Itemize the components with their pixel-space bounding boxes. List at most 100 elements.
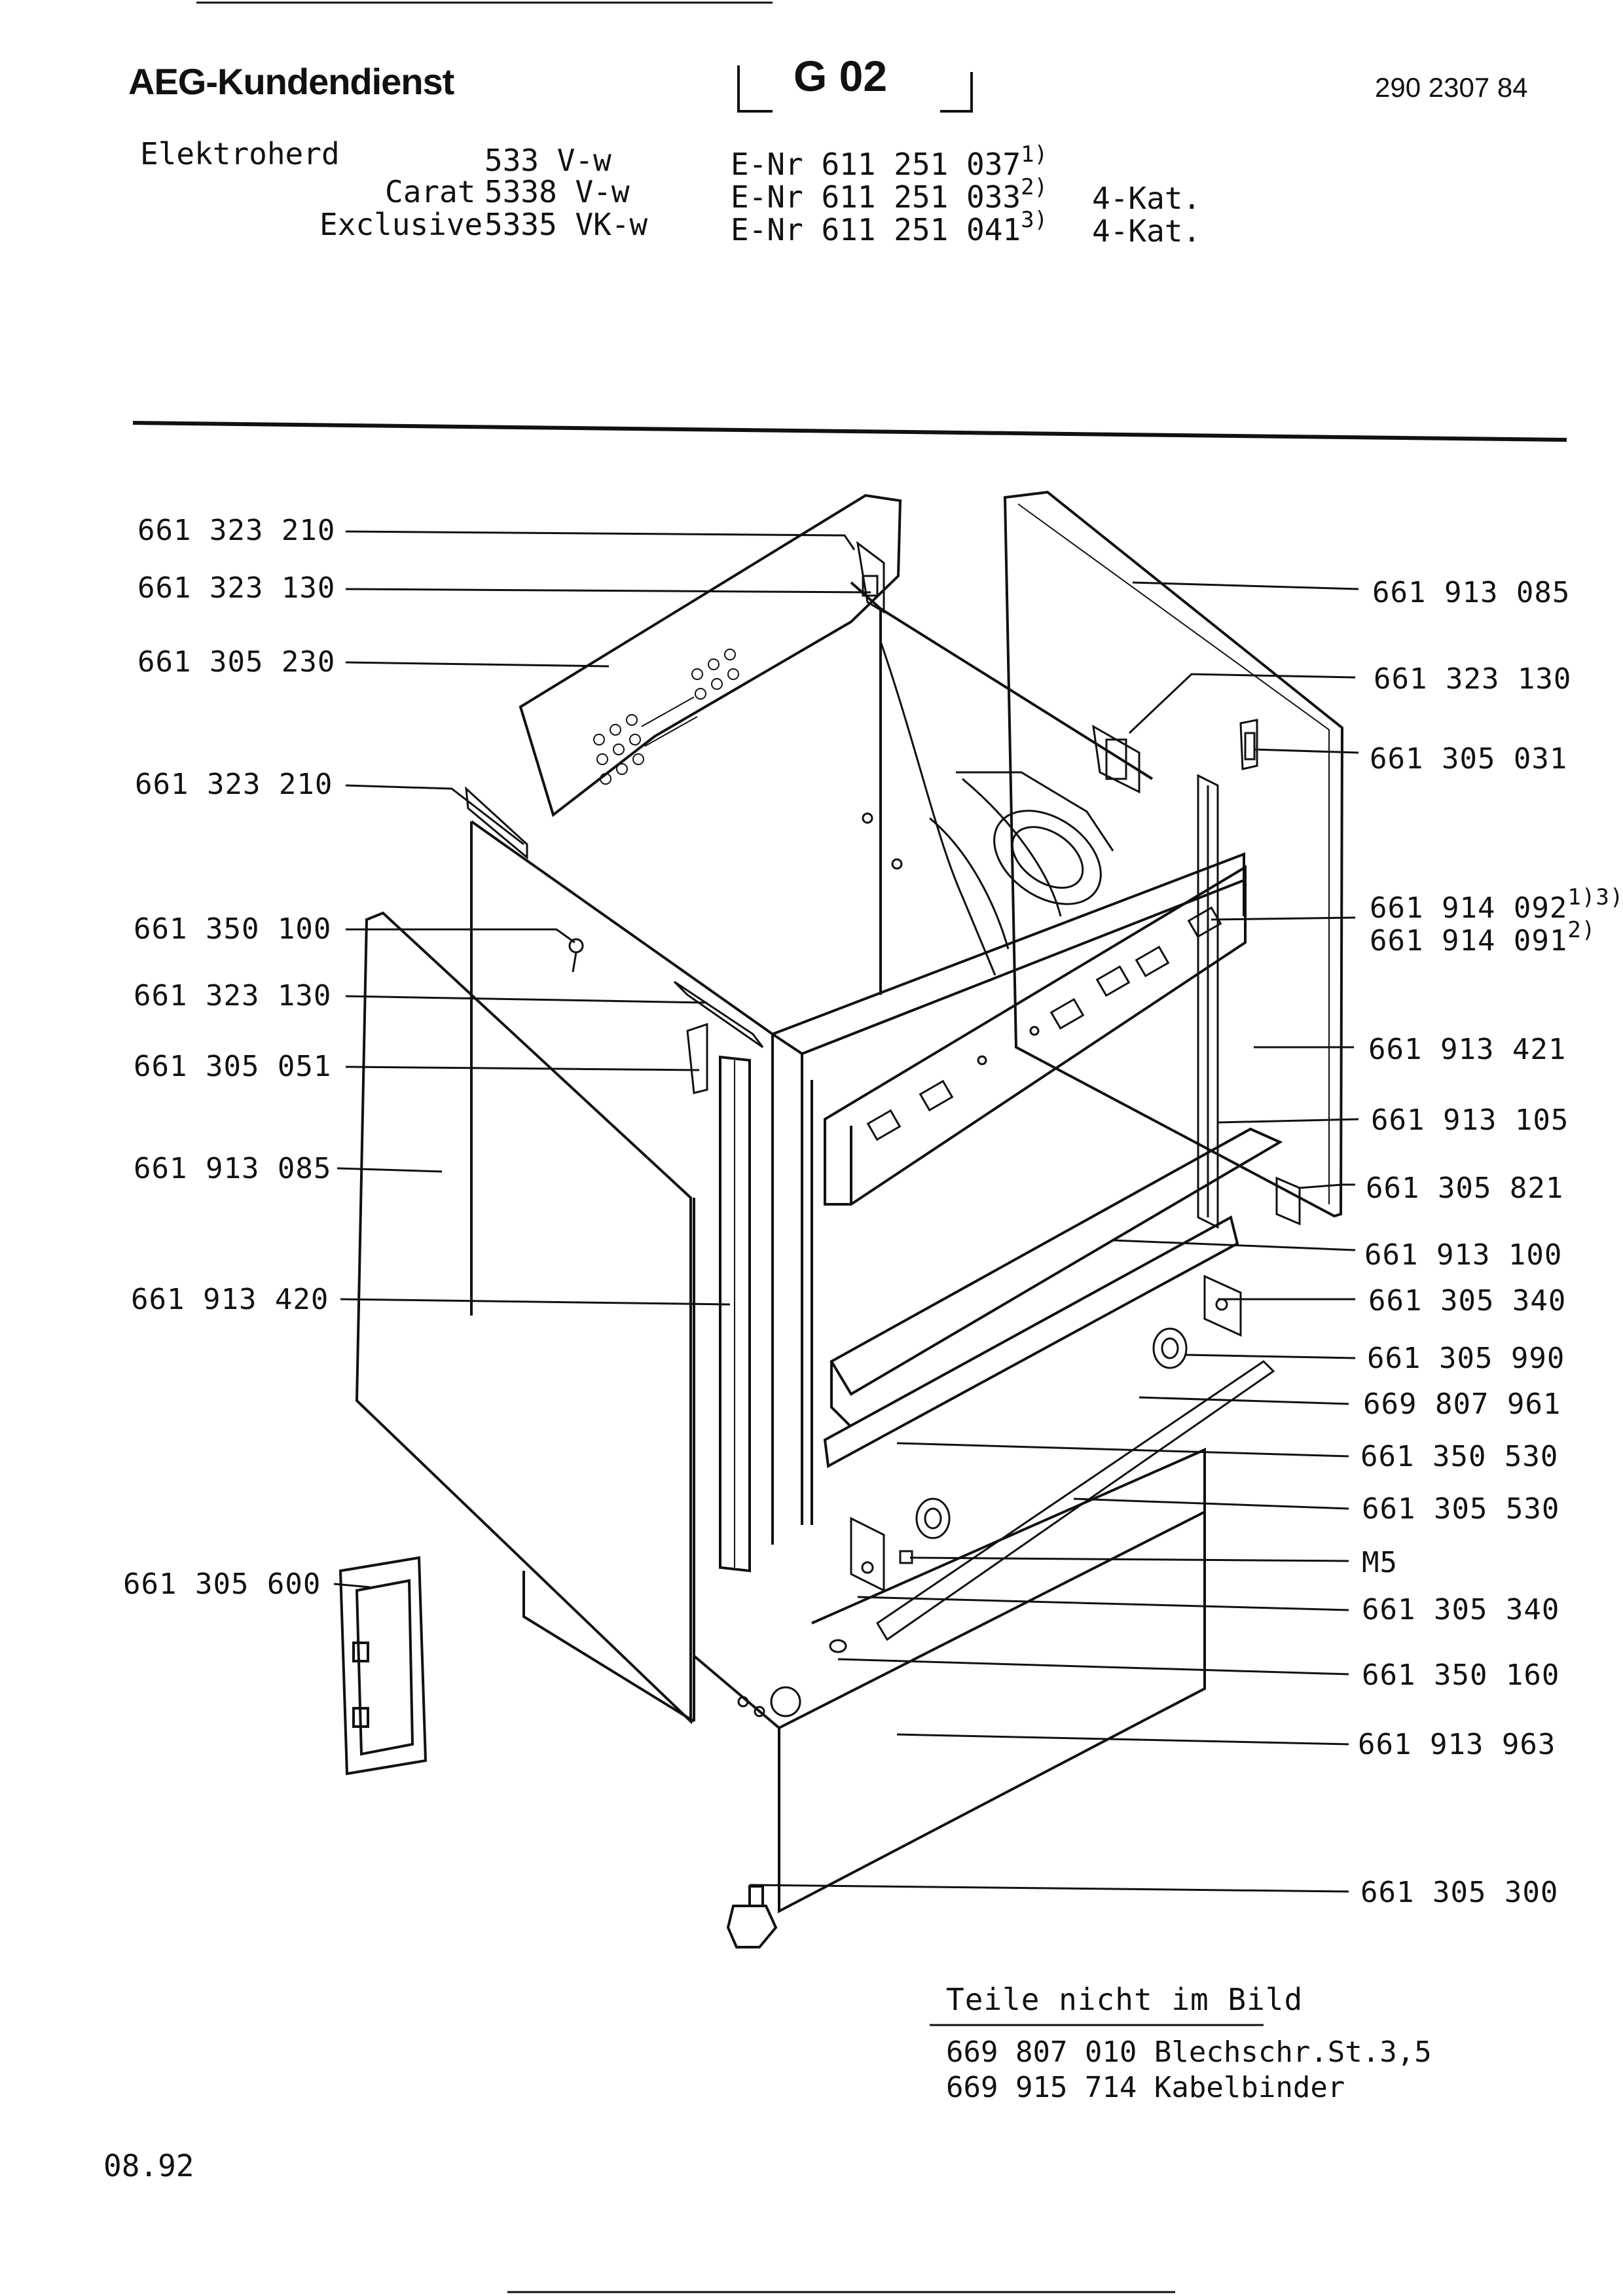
right-side-strut (1197, 774, 1219, 1229)
label-right-3-part: 661 305 031 (1370, 742, 1568, 776)
label-right-13-part: 661 350 530 (1360, 1440, 1559, 1473)
label-right-12: 669 807 961 (1363, 1388, 1561, 1421)
category-3: 4-Kat. (1092, 213, 1201, 249)
document-number: 290 2307 84 (1375, 72, 1528, 103)
label-right-4: 661 914 0921)3) (1370, 884, 1623, 925)
hinge-front-mid (673, 980, 764, 1049)
front-vertical-rail (693, 1055, 751, 1702)
label-right-1-part: 661 913 085 (1372, 576, 1571, 609)
enr-row-3: E-Nr 611 251 0413) (731, 207, 1048, 247)
label-left-4: 661 323 210 (135, 768, 333, 801)
carcass-frame (470, 581, 1245, 1545)
left-side-panel (355, 911, 692, 1725)
section-bracket-left (737, 65, 773, 113)
label-right-19-part: 661 305 300 (1360, 1876, 1559, 1909)
label-right-17: 661 350 160 (1362, 1659, 1559, 1692)
label-right-10-part: 661 305 340 (1368, 1284, 1567, 1318)
label-right-16-part: 661 305 340 (1362, 1593, 1560, 1626)
enr-1: E-Nr 611 251 037 (731, 147, 1021, 182)
parts-not-shown-item-2-part: 669 915 714 (946, 2071, 1137, 2104)
label-right-11-part: 661 305 990 (1367, 1342, 1565, 1375)
label-right-5-note: 2) (1567, 917, 1596, 943)
leader-lines-left (333, 530, 871, 1588)
bracket-661-305-340-upper (1203, 1274, 1242, 1337)
label-right-1: 661 913 085 (1372, 576, 1570, 609)
model-number-2: 5338 V-w (484, 174, 630, 209)
leader-lines-right (749, 581, 1359, 1893)
label-right-14: 661 305 530 (1362, 1492, 1559, 1526)
label-right-11: 661 305 990 (1367, 1342, 1565, 1375)
enr-3: E-Nr 611 251 041 (731, 212, 1021, 247)
label-right-13: 661 350 530 (1360, 1440, 1558, 1473)
adjustable-foot (726, 1885, 778, 1948)
model-number-1: 533 V-w (484, 143, 611, 178)
label-right-5-part: 661 914 091 (1370, 924, 1568, 958)
brand-title: AEG-Kundendienst (128, 61, 454, 102)
enr-note-1: 1) (1021, 141, 1048, 168)
pin-661-350-100 (568, 938, 584, 973)
bracket-661-305-340-lower (850, 1516, 885, 1592)
parts-not-shown-item-1-part: 669 807 010 (946, 2036, 1137, 2069)
parts-not-shown-item-2: 669 915 714 Kabelbinder (946, 2071, 1345, 2104)
label-right-9-part: 661 913 100 (1364, 1238, 1563, 1272)
lamp-661-350-530 (915, 1498, 951, 1539)
left-top-panel (519, 493, 902, 817)
label-left-10: 661 305 600 (123, 1568, 321, 1601)
label-right-6-part: 661 913 421 (1368, 1033, 1567, 1066)
label-left-9: 661 913 420 (131, 1283, 329, 1316)
label-right-4-part: 661 914 092 (1370, 891, 1568, 925)
bracket-661-305-051 (686, 1022, 708, 1094)
label-right-15: M5 (1362, 1546, 1398, 1579)
label-left-6: 661 323 130 (134, 979, 332, 1013)
label-right-4-note: 1)3) (1567, 884, 1623, 910)
label-right-7: 661 913 105 (1371, 1103, 1569, 1137)
issue-date: 08.92 (103, 2148, 194, 2183)
parts-not-shown-item-1: 669 807 010 Blechschr.St.3,5 (946, 2036, 1432, 2069)
hinge-top-right (1092, 725, 1140, 794)
category-2: 4-Kat. (1092, 181, 1201, 216)
bracket-rear-right (1239, 719, 1258, 770)
section-bracket-right (940, 72, 973, 113)
handle-frame-661-305-600 (338, 1556, 428, 1776)
parts-not-shown-item-1-desc: Blechschr.St.3,5 (1154, 2036, 1432, 2069)
model-product: Elektroherd (140, 136, 340, 171)
label-right-6: 661 913 421 (1368, 1033, 1566, 1066)
model-line-3: Exclusive (319, 207, 483, 242)
pin-661-350-160 (829, 1639, 847, 1653)
label-right-8-part: 661 305 821 (1366, 1172, 1564, 1205)
control-panel (824, 865, 1247, 1206)
label-right-18-part: 661 913 963 (1358, 1728, 1556, 1761)
label-right-17-part: 661 350 160 (1362, 1659, 1560, 1692)
enr-note-2: 2) (1021, 174, 1048, 200)
label-right-2-part: 661 323 130 (1374, 662, 1572, 696)
label-left-1: 661 323 210 (137, 514, 336, 547)
label-right-5: 661 914 0912) (1370, 917, 1596, 958)
label-right-15-part: M5 (1362, 1546, 1398, 1579)
label-right-18: 661 913 963 (1358, 1728, 1556, 1761)
enr-2: E-Nr 611 251 033 (731, 179, 1021, 215)
bottom-strip (875, 1360, 1275, 1641)
label-right-9: 661 913 100 (1364, 1238, 1562, 1272)
cross-rail (823, 1127, 1283, 1469)
rear-wall-ribs (862, 641, 1114, 976)
label-right-8: 661 305 821 (1366, 1172, 1563, 1205)
label-right-16: 661 305 340 (1362, 1593, 1559, 1626)
label-right-7-part: 661 913 105 (1371, 1103, 1569, 1137)
back-panel (1003, 490, 1344, 1218)
switch-661-305-821 (1275, 1176, 1301, 1226)
section-code: G 02 (793, 52, 888, 100)
parts-not-shown-item-2-desc: Kabelbinder (1154, 2071, 1345, 2104)
label-right-14-part: 661 305 530 (1362, 1492, 1560, 1526)
label-left-7: 661 305 051 (134, 1050, 332, 1083)
label-right-12-part: 669 807 961 (1363, 1388, 1561, 1421)
parts-not-shown-title: Teile nicht im Bild (946, 1982, 1304, 2017)
label-right-2: 661 323 130 (1374, 662, 1571, 696)
model-line-2: Carat (385, 174, 476, 209)
label-right-19: 661 305 300 (1360, 1876, 1558, 1909)
enr-note-3: 3) (1021, 207, 1048, 233)
enr-row-2: E-Nr 611 251 0332) (731, 174, 1048, 215)
hinge-top-left (856, 541, 885, 614)
model-number-3: 5335 VK-w (484, 207, 648, 242)
